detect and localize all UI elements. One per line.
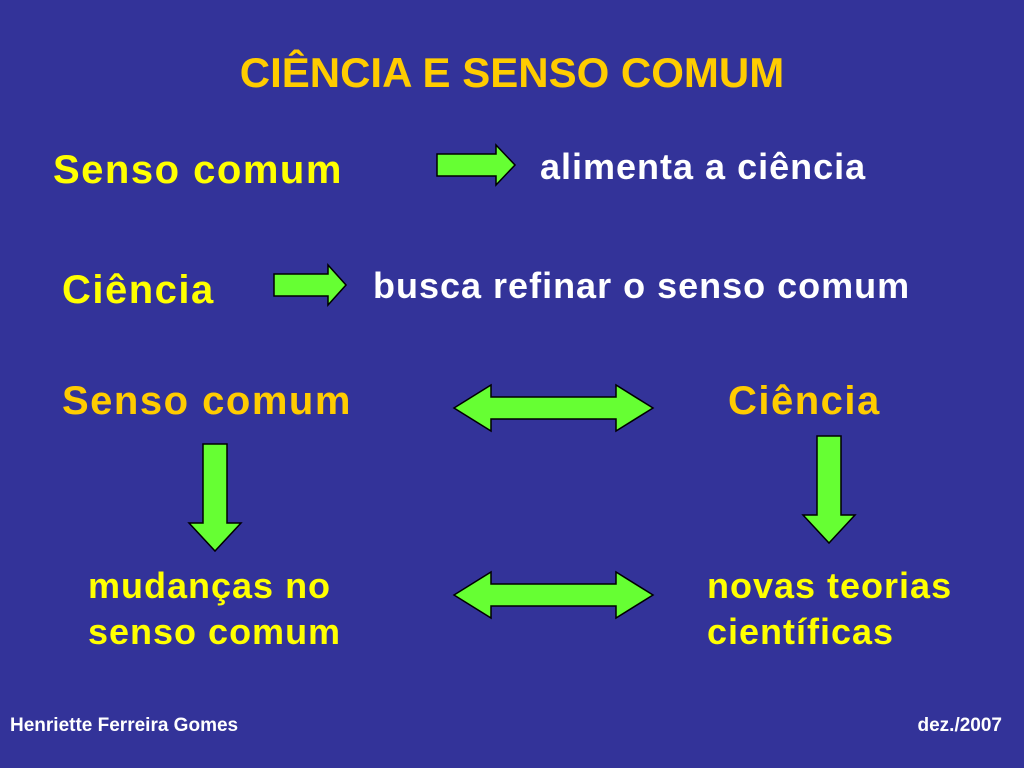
mudancas-text: mudanças no <box>88 565 332 606</box>
footer-date: dez./2007 <box>917 715 1003 736</box>
busca-text: busca refinar o senso comum <box>373 265 911 306</box>
down-arrow-icon <box>187 443 243 553</box>
novas-teorias-text: novas teorias <box>707 565 953 606</box>
ciencia-label-2: Ciência <box>728 379 881 423</box>
senso-comum-label-2: Senso comum <box>62 379 352 423</box>
double-arrow-icon <box>452 570 655 620</box>
right-arrow-icon <box>436 143 517 187</box>
ciencia-label: Ciência <box>62 268 215 312</box>
double-arrow-icon <box>452 383 655 433</box>
right-arrow-icon <box>273 263 348 307</box>
senso-comum-label: Senso comum <box>53 148 343 192</box>
footer-author: Henriette Ferreira Gomes <box>10 715 239 736</box>
slide-title: CIÊNCIA E SENSO COMUM <box>239 49 785 96</box>
novas-teorias-text-2: científicas <box>707 611 895 652</box>
alimenta-text: alimenta a ciência <box>540 146 867 187</box>
down-arrow-icon <box>801 435 857 545</box>
mudancas-text-2: senso comum <box>88 611 342 652</box>
